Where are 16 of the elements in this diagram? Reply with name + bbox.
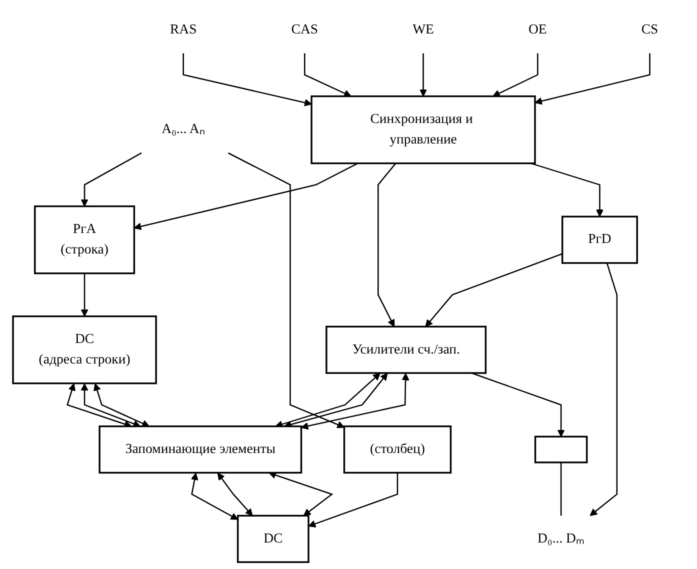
signal-label: D₀... Dₘ [538,531,585,546]
block-box: DC (адреса строки) [12,315,157,384]
block-box: (столбец) [343,425,452,474]
signal-label: A₀... Aₙ [162,122,204,137]
signal-label: WE [412,22,434,37]
block-box: РгА (строка) [34,205,136,274]
block-box: Синхронизация и управление [310,95,536,164]
signal-label: CS [641,22,658,37]
register-section-box [534,436,588,464]
block-box: РгD [561,216,638,264]
signal-label: OE [528,22,547,37]
block-box: Запоминающие элементы [98,425,302,474]
block-box: DC [236,514,310,563]
signal-label: RAS [170,22,197,37]
signal-label: CAS [291,22,318,37]
block-box: Усилители сч./зап. [326,326,487,374]
